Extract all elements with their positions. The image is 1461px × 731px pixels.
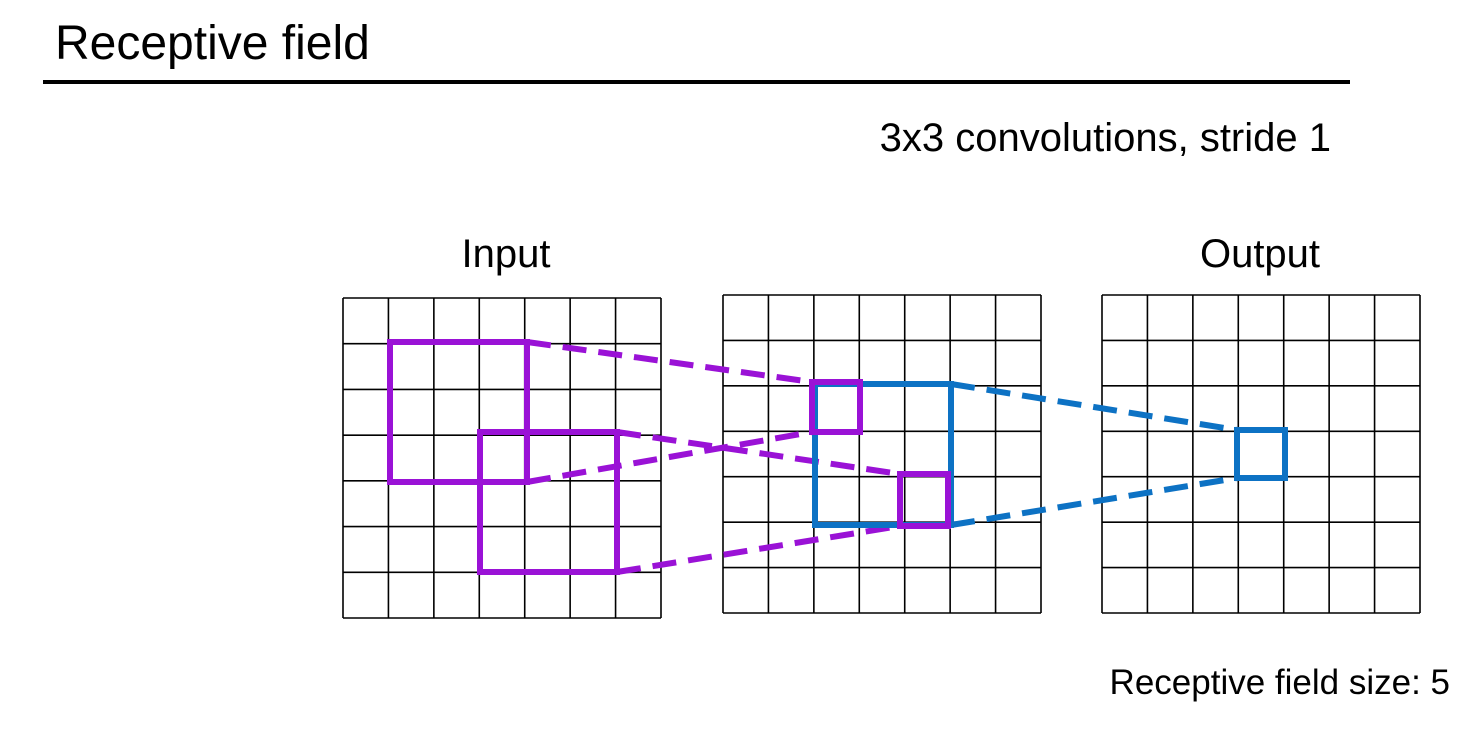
input-label: Input: [461, 232, 551, 276]
intermediate-to-output-connectors: [950, 381, 1238, 528]
connector-line: [616, 523, 901, 575]
connector-line: [526, 339, 813, 385]
intermediate-cell-1: [809, 379, 863, 435]
connector-line: [950, 381, 1238, 433]
output-grid: [1101, 294, 1421, 614]
subtitle: 3x3 convolutions, stride 1: [879, 116, 1331, 160]
connector-line: [950, 475, 1238, 528]
title-divider: [43, 80, 1350, 84]
receptive-field-size-note: Receptive field size: 5: [1109, 663, 1450, 702]
input-to-intermediate-connectors: [526, 339, 901, 575]
output-label: Output: [1199, 232, 1321, 276]
input-window-1: [387, 339, 530, 485]
connector-line: [526, 429, 813, 485]
intermediate-window: [812, 381, 954, 528]
connector-line: [616, 429, 901, 477]
output-cell: [1234, 427, 1288, 481]
slide-title: Receptive field: [55, 17, 370, 70]
input-window-2: [477, 429, 620, 575]
intermediate-cell-2: [897, 471, 951, 529]
